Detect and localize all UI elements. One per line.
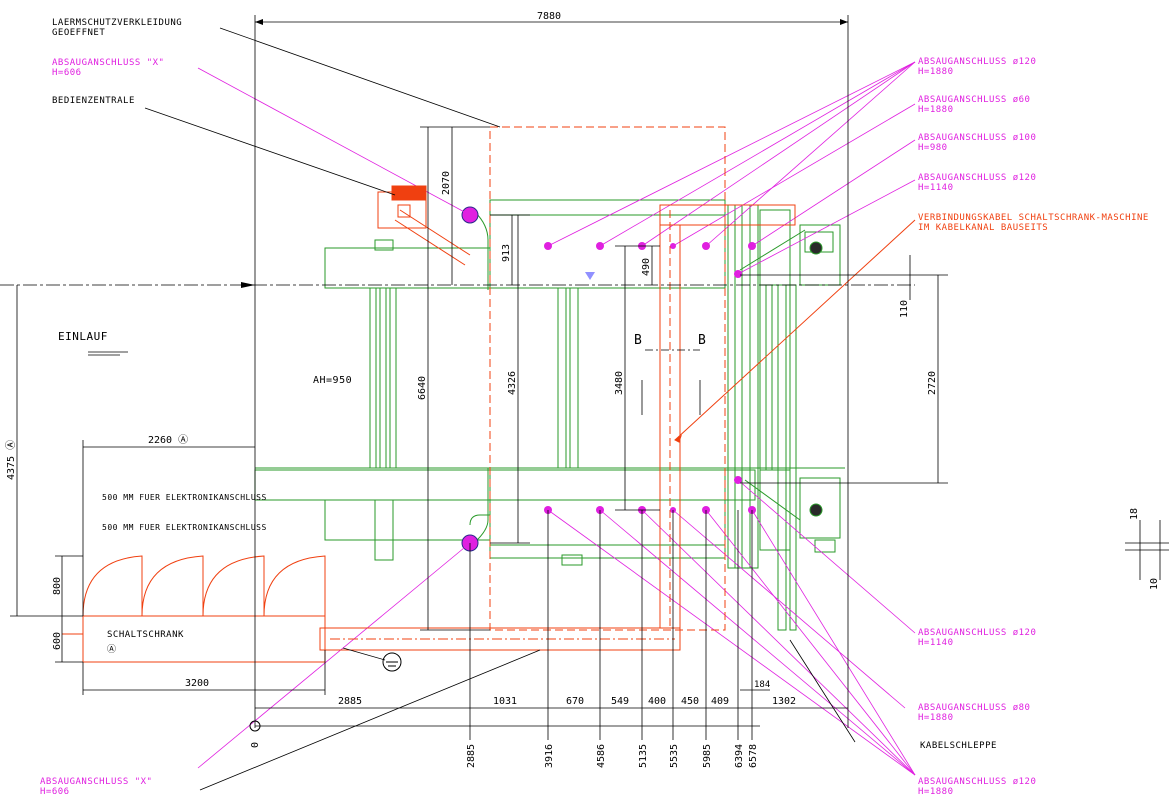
dim-zero: 0 xyxy=(250,742,261,748)
label-bedien: BEDIENZENTRALE xyxy=(52,96,135,106)
label-schaltschrank: SCHALTSCHRANK xyxy=(107,630,184,640)
label-r4-1: ABSAUGANSCHLUSS ø120 xyxy=(918,173,1036,183)
label-verbindung-1: VERBINDUNGSKABEL SCHALTSCHRANK-MASCHINE xyxy=(918,213,1149,223)
dim-184: 184 xyxy=(754,680,770,690)
label-x-bottom-1: ABSAUGANSCHLUSS "X" xyxy=(40,777,152,787)
dim-800: 800 xyxy=(52,577,63,595)
dim-2720: 2720 xyxy=(927,371,938,395)
ordinate-dim-label: 3916 xyxy=(544,744,555,768)
label-section-b-left: B xyxy=(634,333,642,348)
label-r3-2: H=980 xyxy=(918,143,948,153)
dim-10: 10 xyxy=(1149,578,1160,590)
label-x-bottom-2: H=606 xyxy=(40,787,70,795)
chain-dim-label: 2885 xyxy=(338,696,362,707)
label-r5-2: H=1140 xyxy=(918,638,954,648)
label-section-b-right: B xyxy=(698,333,706,348)
label-r5-1: ABSAUGANSCHLUSS ø120 xyxy=(918,628,1036,638)
enclosure-dashed xyxy=(489,126,726,631)
label-r1-2: H=1880 xyxy=(918,67,954,77)
label-laerm-1: LAERMSCHUTZVERKLEIDUNG xyxy=(52,18,182,28)
ordinate-dim-label: 5985 xyxy=(702,744,713,768)
label-r7-1: ABSAUGANSCHLUSS ø120 xyxy=(918,777,1036,787)
schaltschrank xyxy=(62,555,326,663)
dim-3200: 3200 xyxy=(185,678,209,689)
dim-490: 490 xyxy=(641,258,652,276)
label-ah: AH=950 xyxy=(313,375,352,386)
label-r7-2: H=1880 xyxy=(918,787,954,795)
label-r2-2: H=1880 xyxy=(918,105,954,115)
ordinate-dim-label: 4586 xyxy=(596,744,607,768)
chain-dim-label: 670 xyxy=(566,696,584,707)
dim-600: 600 xyxy=(52,632,63,650)
ordinate-dim-label: 6394 xyxy=(734,744,745,768)
dim-6640: 6640 xyxy=(417,376,428,400)
label-elek-1: 500 MM FUER ELEKTRONIKANSCHLUSS xyxy=(102,493,267,502)
chain-dim-label: 549 xyxy=(611,696,629,707)
label-elek-2: 500 MM FUER ELEKTRONIKANSCHLUSS xyxy=(102,523,267,532)
ordinate-dim-label: 5135 xyxy=(638,744,649,768)
label-laerm-2: GEOEFFNET xyxy=(52,28,105,38)
label-r4-2: H=1140 xyxy=(918,183,954,193)
dim-18: 18 xyxy=(1129,508,1140,520)
cable-channel xyxy=(319,204,916,651)
label-r6-2: H=1880 xyxy=(918,713,954,723)
chain-dim-label: 450 xyxy=(681,696,699,707)
label-verbindung-2: IM KABELKANAL BAUSEITS xyxy=(918,223,1048,233)
dim-4326: 4326 xyxy=(507,371,518,395)
dim-2070: 2070 xyxy=(441,171,452,195)
connection-leaders xyxy=(197,61,916,776)
chain-dim-label: 409 xyxy=(711,696,729,707)
label-x-top-2: H=606 xyxy=(52,68,82,78)
dimension-arrowheads xyxy=(241,19,848,732)
control-panel xyxy=(377,185,471,266)
dim-4375: 4375 Ⓐ xyxy=(5,440,17,480)
chain-dimensions: 2885 1031 670 549 400 450 409 1302 xyxy=(338,696,796,707)
chain-dim-label: 1031 xyxy=(493,696,517,707)
dim-2260: 2260 Ⓐ xyxy=(148,434,188,446)
dim-110: 110 xyxy=(899,300,910,318)
dim-3480: 3480 xyxy=(614,371,625,395)
dim-top-width: 7880 xyxy=(537,11,561,22)
dimension-lines xyxy=(0,15,1169,791)
chain-dim-label: 1302 xyxy=(772,696,796,707)
label-r3-1: ABSAUGANSCHLUSS ø100 xyxy=(918,133,1036,143)
label-kabelschleppe: KABELSCHLEPPE xyxy=(920,741,997,751)
label-r6-1: ABSAUGANSCHLUSS ø80 xyxy=(918,703,1030,713)
chain-dim-label: 400 xyxy=(648,696,666,707)
label-r1-1: ABSAUGANSCHLUSS ø120 xyxy=(918,57,1036,67)
label-einlauf: EINLAUF xyxy=(58,330,108,343)
ordinate-dim-label: 2885 xyxy=(466,744,477,768)
label-schaltschrank-mark: Ⓐ xyxy=(107,644,117,655)
label-x-top-1: ABSAUGANSCHLUSS "X" xyxy=(52,58,164,68)
dim-913: 913 xyxy=(501,244,512,262)
ordinate-dim-label: 6578 xyxy=(748,744,759,768)
ordinate-dim-label: 5535 xyxy=(669,744,680,768)
label-r2-1: ABSAUGANSCHLUSS ø60 xyxy=(918,95,1030,105)
